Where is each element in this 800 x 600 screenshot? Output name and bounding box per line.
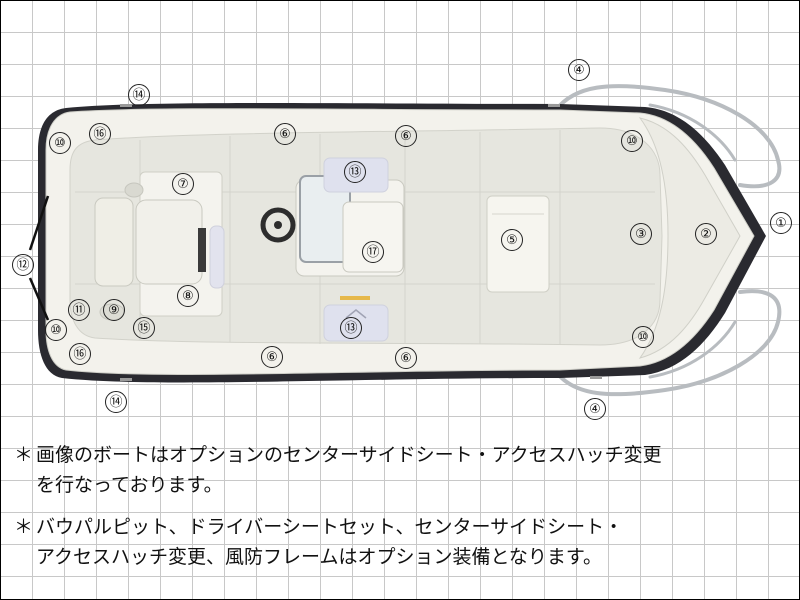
callout-12-bracket — [28, 195, 50, 321]
callout-12: ⑫ — [12, 254, 34, 276]
note-2-mark: ＊ — [14, 516, 34, 538]
callout-4-bottom: ④ — [584, 398, 606, 420]
callout-17: ⑰ — [362, 241, 384, 263]
callout-10-stern-bottom: ⑩ — [45, 319, 67, 341]
callout-6-bottom-right: ⑥ — [395, 347, 417, 369]
cleats — [120, 104, 602, 381]
callout-2: ② — [695, 223, 717, 245]
note-2-line-1: バウパルピット、ドライバーシートセット、センターサイドシート・ — [36, 516, 624, 538]
callout-16-top: ⑯ — [89, 123, 111, 145]
callout-10-bow-top: ⑩ — [621, 130, 643, 152]
steering-wheel — [260, 207, 296, 243]
driver-seat-back — [94, 197, 134, 287]
seat-pillar — [198, 228, 206, 272]
bow-deck — [638, 117, 741, 359]
callout-7: ⑦ — [172, 173, 194, 195]
callout-3: ③ — [630, 223, 652, 245]
note-1-mark: ＊ — [14, 444, 34, 466]
console-seat — [342, 201, 404, 273]
callout-13-forward: ⑬ — [344, 161, 366, 183]
callout-15: ⑮ — [133, 317, 155, 339]
callout-4-top: ④ — [568, 59, 590, 81]
note-option-seat-hatch: ＊画像のボートはオプションのセンターサイドシート・アクセスハッチ変更 を行なって… — [14, 440, 794, 500]
callout-8: ⑧ — [177, 285, 199, 307]
callout-16-bottom: ⑯ — [69, 343, 91, 365]
boat-top-view — [28, 84, 782, 397]
cup-holder — [124, 182, 144, 198]
callout-11: ⑪ — [68, 299, 90, 321]
note-option-equipment: ＊バウパルピット、ドライバーシートセット、センターサイドシート・ アクセスハッチ… — [14, 512, 794, 572]
note-1-line-1: 画像のボートはオプションのセンターサイドシート・アクセスハッチ変更 — [36, 444, 662, 466]
hatch-arrow — [345, 309, 367, 319]
callout-5: ⑤ — [501, 229, 523, 251]
side-pad — [209, 225, 225, 289]
callout-13-aft: ⑬ — [340, 317, 362, 339]
callout-14-top: ⑭ — [128, 84, 150, 106]
callout-6-top-left: ⑥ — [274, 123, 296, 145]
callout-6-top-right: ⑥ — [395, 125, 417, 147]
driver-seat-cushion — [135, 199, 203, 285]
callout-14-bottom: ⑭ — [105, 391, 127, 413]
note-2-line-2: アクセスハッチ変更、風防フレームはオプション装備となります。 — [36, 546, 603, 568]
callout-9: ⑨ — [103, 299, 125, 321]
callout-1: ① — [770, 212, 792, 234]
bow-pulpit-rail — [554, 84, 782, 397]
console-yellow-label — [340, 296, 370, 300]
callout-10-bow-bottom: ⑩ — [632, 326, 654, 348]
callout-10-stern-top: ⑩ — [49, 132, 71, 154]
steering-hub — [274, 221, 282, 229]
callout-6-bottom-left: ⑥ — [261, 346, 283, 368]
note-1-line-2: を行なっております。 — [36, 474, 223, 496]
